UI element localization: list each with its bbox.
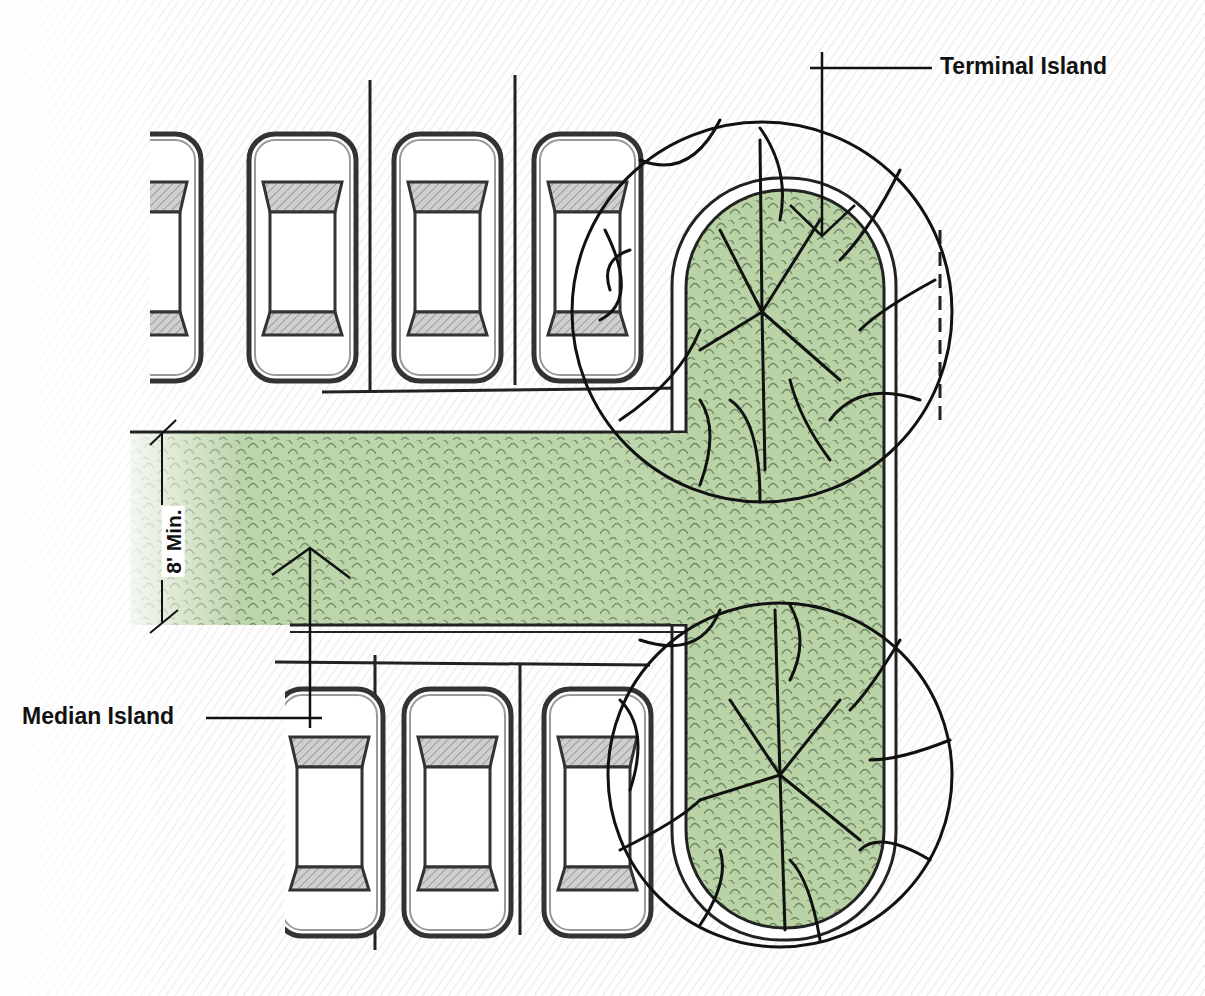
leader-line — [821, 52, 824, 236]
tree-branches — [700, 140, 840, 470]
car — [394, 134, 501, 381]
stall-line — [369, 80, 372, 390]
median-curb — [130, 385, 688, 625]
median-curb — [290, 632, 695, 660]
callout-label: Median Island — [22, 704, 174, 729]
tree-canopy — [608, 603, 952, 947]
callout-label: Terminal Island — [940, 54, 1107, 79]
dimension-tick — [150, 610, 178, 633]
car — [404, 689, 511, 936]
stall-line — [519, 665, 522, 935]
car — [150, 134, 201, 381]
tree-branches — [600, 120, 935, 500]
leader-line — [810, 67, 932, 70]
car-group — [285, 689, 383, 936]
section-arrow — [272, 548, 350, 578]
tree-branches — [620, 605, 950, 940]
dimension-tick — [150, 420, 176, 445]
terminal-island — [686, 190, 884, 928]
curb-line — [939, 230, 942, 420]
stall-line — [514, 75, 517, 385]
dimension-line — [161, 580, 163, 622]
dimension-label: 8' Min. — [161, 507, 184, 578]
tree-top — [572, 120, 952, 947]
section-markers — [206, 52, 932, 728]
tree-branches — [700, 610, 860, 930]
island-junction — [670, 433, 710, 624]
car — [249, 134, 356, 381]
car — [534, 134, 641, 381]
car-group — [150, 134, 201, 381]
median-island — [130, 432, 690, 625]
dimension-line — [161, 432, 163, 505]
median-island-fade — [130, 432, 690, 625]
leader-line — [309, 548, 312, 728]
curb-line — [275, 662, 650, 665]
car — [285, 689, 383, 936]
section-arrow — [790, 205, 855, 236]
leader-line — [206, 717, 322, 720]
curb-line — [322, 388, 684, 392]
